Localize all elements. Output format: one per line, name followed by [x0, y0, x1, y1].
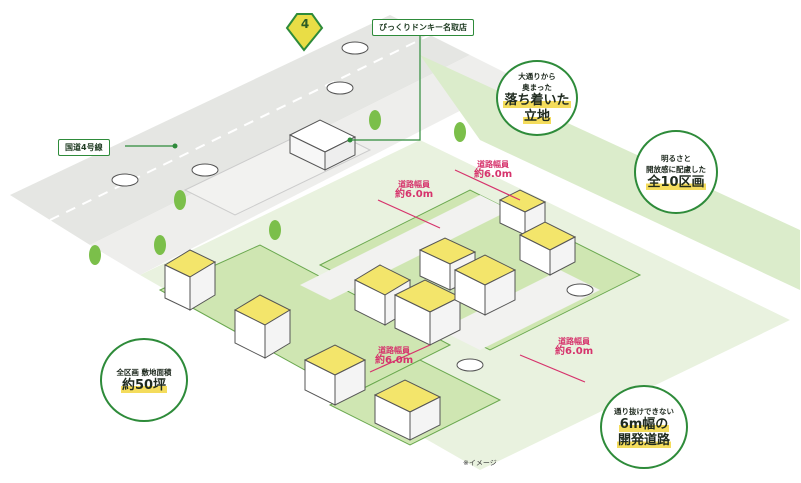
bubble-quiet-line2: 奥まった [522, 83, 552, 92]
tree [154, 235, 166, 255]
house [453, 254, 517, 316]
main-road [10, 15, 470, 245]
road-width-label: 道路幅員約6.0m [375, 346, 414, 366]
house [163, 249, 217, 311]
bubble-open-big: 全10区画 [646, 175, 706, 190]
tree [369, 110, 381, 130]
house [518, 221, 577, 276]
bubble-quiet-big2: 立地 [522, 109, 551, 124]
car [456, 358, 484, 372]
house [393, 279, 462, 346]
tree [89, 245, 101, 265]
bubble-open-line2: 開放感に配慮した [646, 165, 706, 174]
bubble-road-big2: 開発道路 [616, 432, 671, 448]
image-note: ※イメージ [463, 459, 497, 467]
bubble-quiet-big1: 落ち着いた [503, 93, 571, 108]
house [303, 344, 367, 406]
bubble-size-line1: 全区画 敷地面積 [116, 367, 172, 377]
bubble-size-big: 約50坪 [120, 377, 168, 393]
store-label: びっくりドンキー名取店 [372, 19, 474, 36]
dimension-arrow [377, 199, 441, 229]
road-label: 国道4号線 [58, 139, 110, 156]
dimension-arrow [519, 354, 586, 383]
tree [174, 190, 186, 210]
dimension-arrow [454, 169, 521, 201]
house [373, 379, 442, 441]
bubble-open-line1: 明るさと [661, 154, 691, 163]
internal-road-2 [440, 270, 600, 350]
bubble-lot-size: 全区画 敷地面積 約50坪 [100, 338, 188, 422]
bubble-quiet-line1: 大通りから [518, 72, 556, 81]
car [111, 173, 139, 187]
road-width-label: 道路幅員約6.0m [474, 160, 513, 180]
car [191, 163, 219, 177]
store-pointer-line [350, 28, 421, 141]
road-width-label: 道路幅員約6.0m [395, 180, 434, 200]
dimension-arrow [369, 344, 431, 373]
internal-road-1 [300, 195, 510, 300]
tree [454, 122, 466, 142]
store-building [288, 119, 357, 171]
bubble-dev-road: 通り抜けできない 6m幅の 開発道路 [600, 385, 688, 469]
route-4-number: 4 [300, 17, 310, 31]
house [233, 294, 292, 359]
bubble-open-lots: 明るさと 開放感に配慮した 全10区画 [634, 130, 718, 214]
car [341, 41, 369, 55]
route-4-badge [285, 13, 324, 52]
road-width-label: 道路幅員約6.0m [555, 337, 594, 357]
bubble-road-big1: 6m幅の [618, 416, 670, 432]
bubble-quiet-location: 大通りから 奥まった 落ち着いた 立地 [496, 60, 578, 136]
bubble-road-line1: 通り抜けできない [614, 406, 674, 416]
lot-area-left [158, 244, 452, 396]
tree [269, 220, 281, 240]
car [566, 283, 594, 297]
car [326, 81, 354, 95]
